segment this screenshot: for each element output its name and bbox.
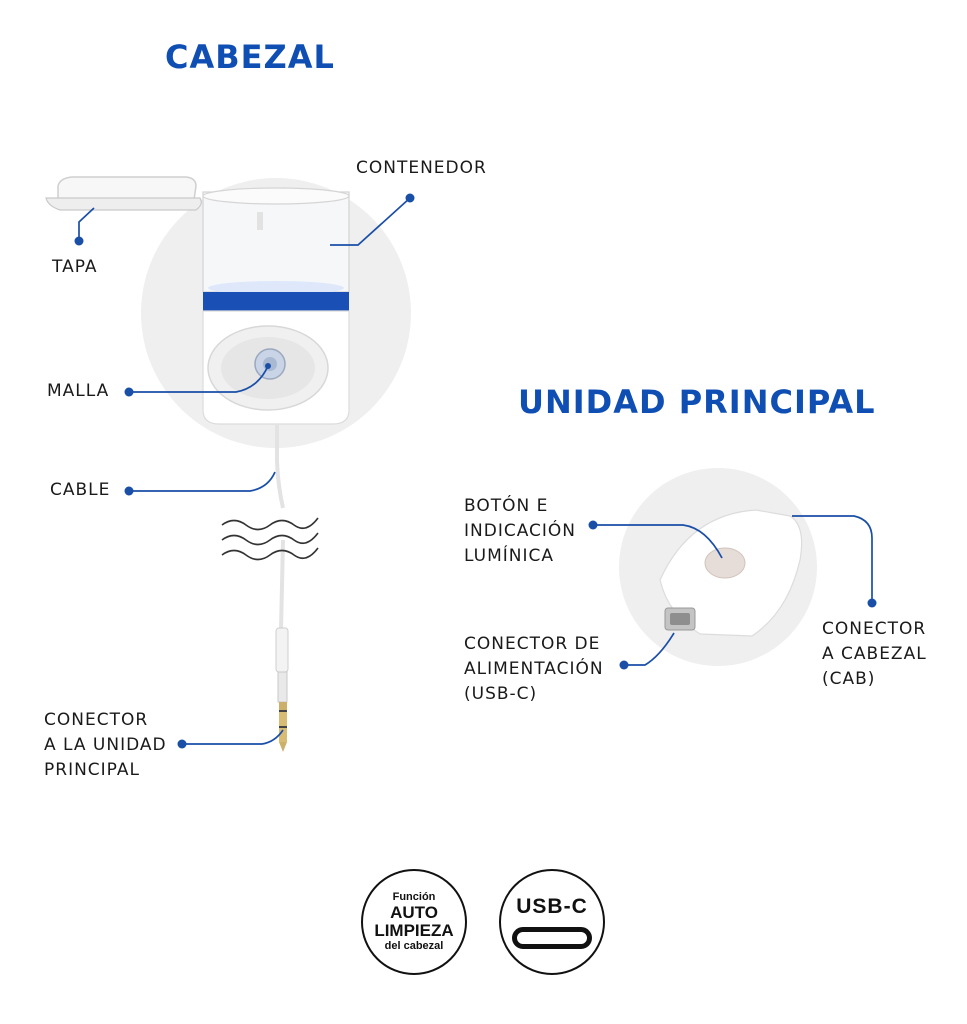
cable-break-marks [221, 517, 319, 561]
label-cable: CABLE [50, 480, 111, 500]
usb-c-badge: USB-C [499, 869, 605, 975]
cable-drawing [275, 424, 285, 631]
badge-line-del-cabezal: del cabezal [384, 940, 444, 952]
label-tapa: TAPA [52, 257, 98, 277]
contenedor-cup [202, 187, 350, 295]
usb-c-plug [664, 607, 696, 631]
callout-dots [74, 193, 877, 749]
callout-cable [129, 471, 276, 492]
callout-usbc [624, 632, 675, 666]
cabezal-base [202, 310, 350, 425]
blue-band [203, 292, 349, 311]
heading-cabezal: CABEZAL [165, 38, 335, 76]
auto-limpieza-badge: Función AUTO LIMPIEZA del cabezal [361, 869, 467, 975]
label-conector-alimentacion: CONECTOR DE ALIMENTACIÓN (USB-C) [464, 634, 604, 704]
unidad-device [659, 509, 803, 637]
callout-tapa [78, 207, 95, 241]
label-malla: MALLA [47, 381, 110, 401]
usb-c-badge-label: USB-C [516, 895, 588, 918]
callout-lines [78, 197, 873, 745]
heading-unidad-principal: UNIDAD PRINCIPAL [518, 383, 876, 421]
cabezal-device [45, 176, 350, 752]
callout-cab [792, 515, 873, 602]
callout-boton [593, 524, 723, 559]
badge-line-auto: AUTO [390, 903, 438, 922]
label-boton-indicacion: BOTÓN E INDICACIÓN LUMÍNICA [464, 496, 577, 566]
label-conector-unidad-principal: CONECTOR A LA UNIDAD PRINCIPAL [44, 710, 167, 780]
callout-contenedor [330, 197, 411, 246]
badge-line-funcion: Función [392, 891, 436, 903]
tapa-lid [45, 176, 202, 211]
label-contenedor: CONTENEDOR [356, 158, 487, 178]
usb-c-port-icon [512, 927, 592, 949]
jack-plug [275, 627, 289, 752]
label-conector-cabezal: CONECTOR A CABEZAL (CAB) [822, 619, 927, 689]
callout-malla [129, 365, 269, 393]
callout-conector-unidad [182, 729, 284, 745]
badge-line-limpieza: LIMPIEZA [374, 921, 454, 940]
